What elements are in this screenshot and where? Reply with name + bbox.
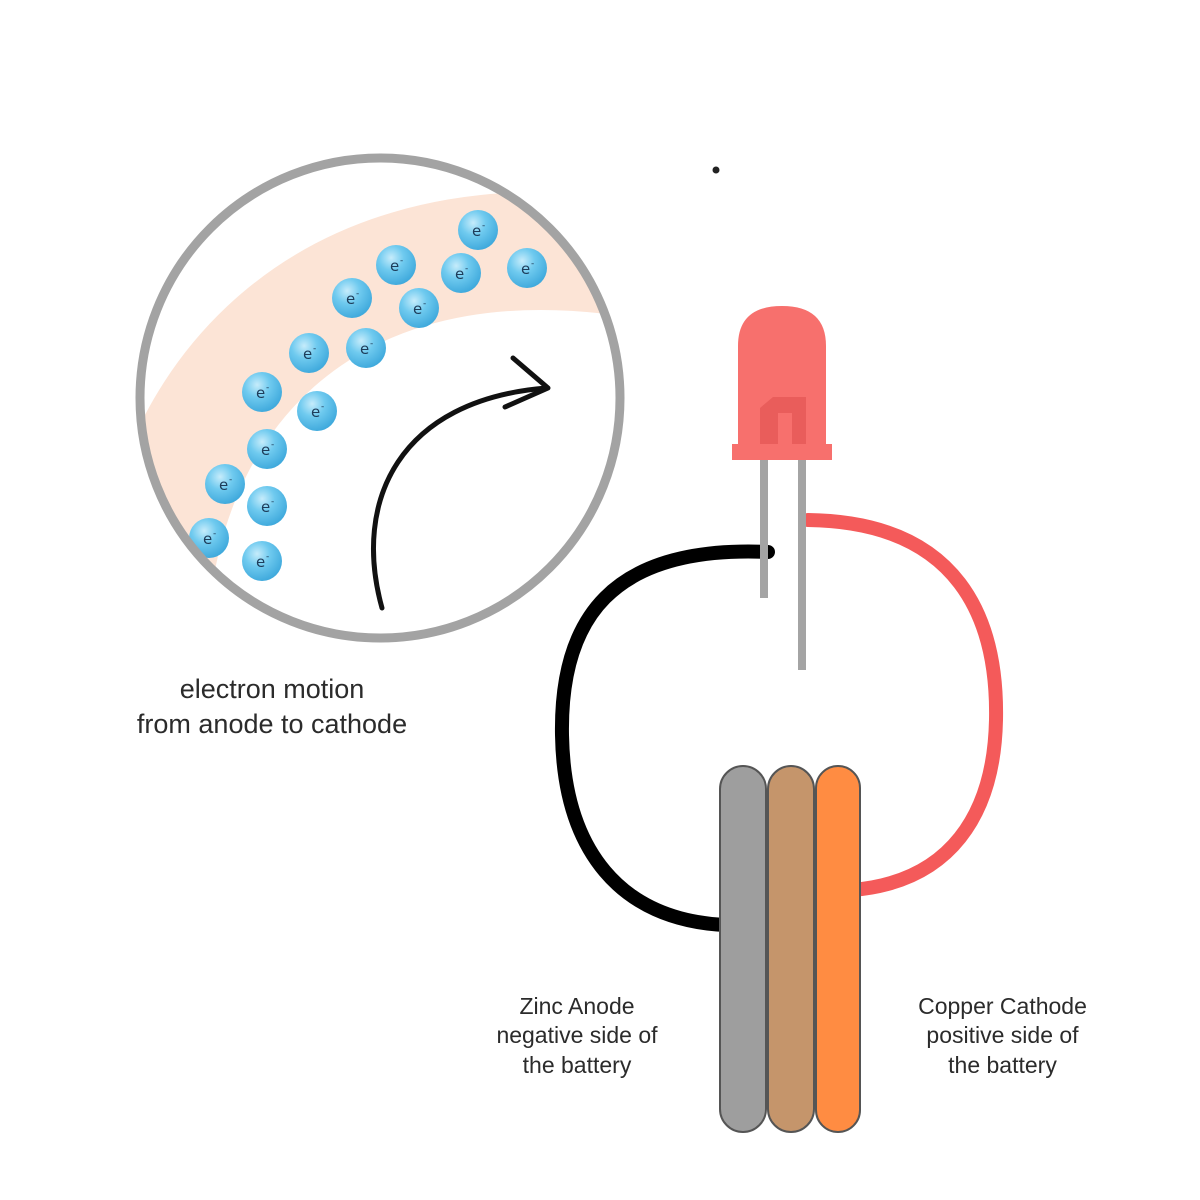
electron-charge: -	[271, 497, 274, 507]
zinc-anode-plate	[719, 765, 767, 1133]
positive-wire	[801, 513, 1004, 897]
copper-cathode-label: Copper Cathode positive side of the batt…	[880, 992, 1125, 1080]
electron-charge: -	[271, 440, 274, 450]
electron-body	[399, 288, 439, 328]
electron-charge: -	[356, 289, 359, 299]
electron-body	[189, 518, 229, 558]
arrow-head	[502, 355, 551, 410]
electron-icon: e-	[297, 391, 337, 431]
electron-body	[242, 541, 282, 581]
electron-body	[346, 328, 386, 368]
electron-charge: -	[229, 475, 232, 485]
electron-icon: e-	[242, 541, 282, 581]
electron-body	[205, 464, 245, 504]
electron-symbol: e	[346, 290, 355, 308]
battery	[719, 765, 861, 1133]
led-icon	[732, 306, 832, 670]
electron-icon: e-	[441, 253, 481, 293]
electron-body	[297, 391, 337, 431]
electron-symbol: e	[311, 403, 320, 421]
zinc-label-line-2: negative side of	[496, 1022, 658, 1049]
electron-charge: -	[313, 344, 316, 354]
magnifier-ring	[135, 153, 625, 643]
electron-icon: e-	[247, 429, 287, 469]
electron-icon: e-	[346, 328, 386, 368]
zinc-anode-label: Zinc Anode negative side of the battery	[452, 992, 702, 1080]
copper-label-line-3: the battery	[948, 1051, 1057, 1078]
electron-motion-caption: electron motion from anode to cathode	[60, 672, 484, 741]
caption-line-2: from anode to cathode	[136, 708, 408, 739]
electron-body	[289, 333, 329, 373]
electron-icon: e-	[189, 518, 229, 558]
electron-cluster: e-e-e-e-e-e-e-e-e-e-e-e-e-e-e-	[189, 210, 547, 581]
electron-charge: -	[482, 221, 485, 231]
wire-band	[144, 192, 616, 624]
led-die	[760, 397, 806, 444]
electron-body	[376, 245, 416, 285]
electron-icon: e-	[242, 372, 282, 412]
copper-label-line-1: Copper Cathode	[918, 993, 1087, 1019]
zinc-label-line-3: the battery	[522, 1051, 632, 1078]
electron-charge: -	[465, 264, 468, 274]
electron-charge: -	[266, 383, 269, 393]
electron-charge: -	[213, 529, 216, 539]
electron-symbol: e	[256, 553, 265, 571]
electron-charge: -	[321, 402, 324, 412]
negative-wire	[554, 544, 775, 932]
electron-symbol: e	[303, 345, 312, 363]
electron-icon: e-	[247, 486, 287, 526]
electron-icon: e-	[205, 464, 245, 504]
electron-symbol: e	[261, 498, 270, 516]
electron-symbol: e	[521, 260, 530, 278]
curved-arrow-icon	[371, 385, 549, 611]
electron-symbol: e	[219, 476, 228, 494]
magnifier-view: e-e-e-e-e-e-e-e-e-e-e-e-e-e-e-	[135, 153, 625, 643]
electron-icon: e-	[507, 248, 547, 288]
electron-symbol: e	[256, 384, 265, 402]
electron-symbol: e	[261, 441, 270, 459]
electron-symbol: e	[360, 340, 369, 358]
zinc-label-line-1: Zinc Anode	[519, 993, 635, 1019]
electron-symbol: e	[455, 265, 464, 283]
electron-charge: -	[370, 339, 373, 349]
electron-icon: e-	[458, 210, 498, 250]
electron-icon: e-	[332, 278, 372, 318]
electron-symbol: e	[390, 257, 399, 275]
led-rim	[732, 444, 832, 460]
electron-symbol: e	[472, 222, 481, 240]
electron-body	[441, 253, 481, 293]
electron-charge: -	[423, 299, 426, 309]
copper-cathode-plate	[815, 765, 861, 1133]
caption-line-1: electron motion	[179, 674, 365, 704]
electrolyte-plate	[767, 765, 815, 1133]
electron-body	[247, 486, 287, 526]
electron-body	[242, 372, 282, 412]
electron-charge: -	[266, 552, 269, 562]
stray-dot	[712, 166, 720, 174]
electron-body	[247, 429, 287, 469]
electron-icon: e-	[289, 333, 329, 373]
electron-symbol: e	[413, 300, 422, 318]
electron-icon: e-	[399, 288, 439, 328]
led-dome	[738, 306, 826, 448]
electron-icon: e-	[376, 245, 416, 285]
electron-charge: -	[400, 256, 403, 266]
copper-label-line-2: positive side of	[926, 1022, 1079, 1049]
electron-body	[507, 248, 547, 288]
electron-body	[458, 210, 498, 250]
electron-charge: -	[531, 259, 534, 269]
electron-symbol: e	[203, 530, 212, 548]
electron-body	[332, 278, 372, 318]
